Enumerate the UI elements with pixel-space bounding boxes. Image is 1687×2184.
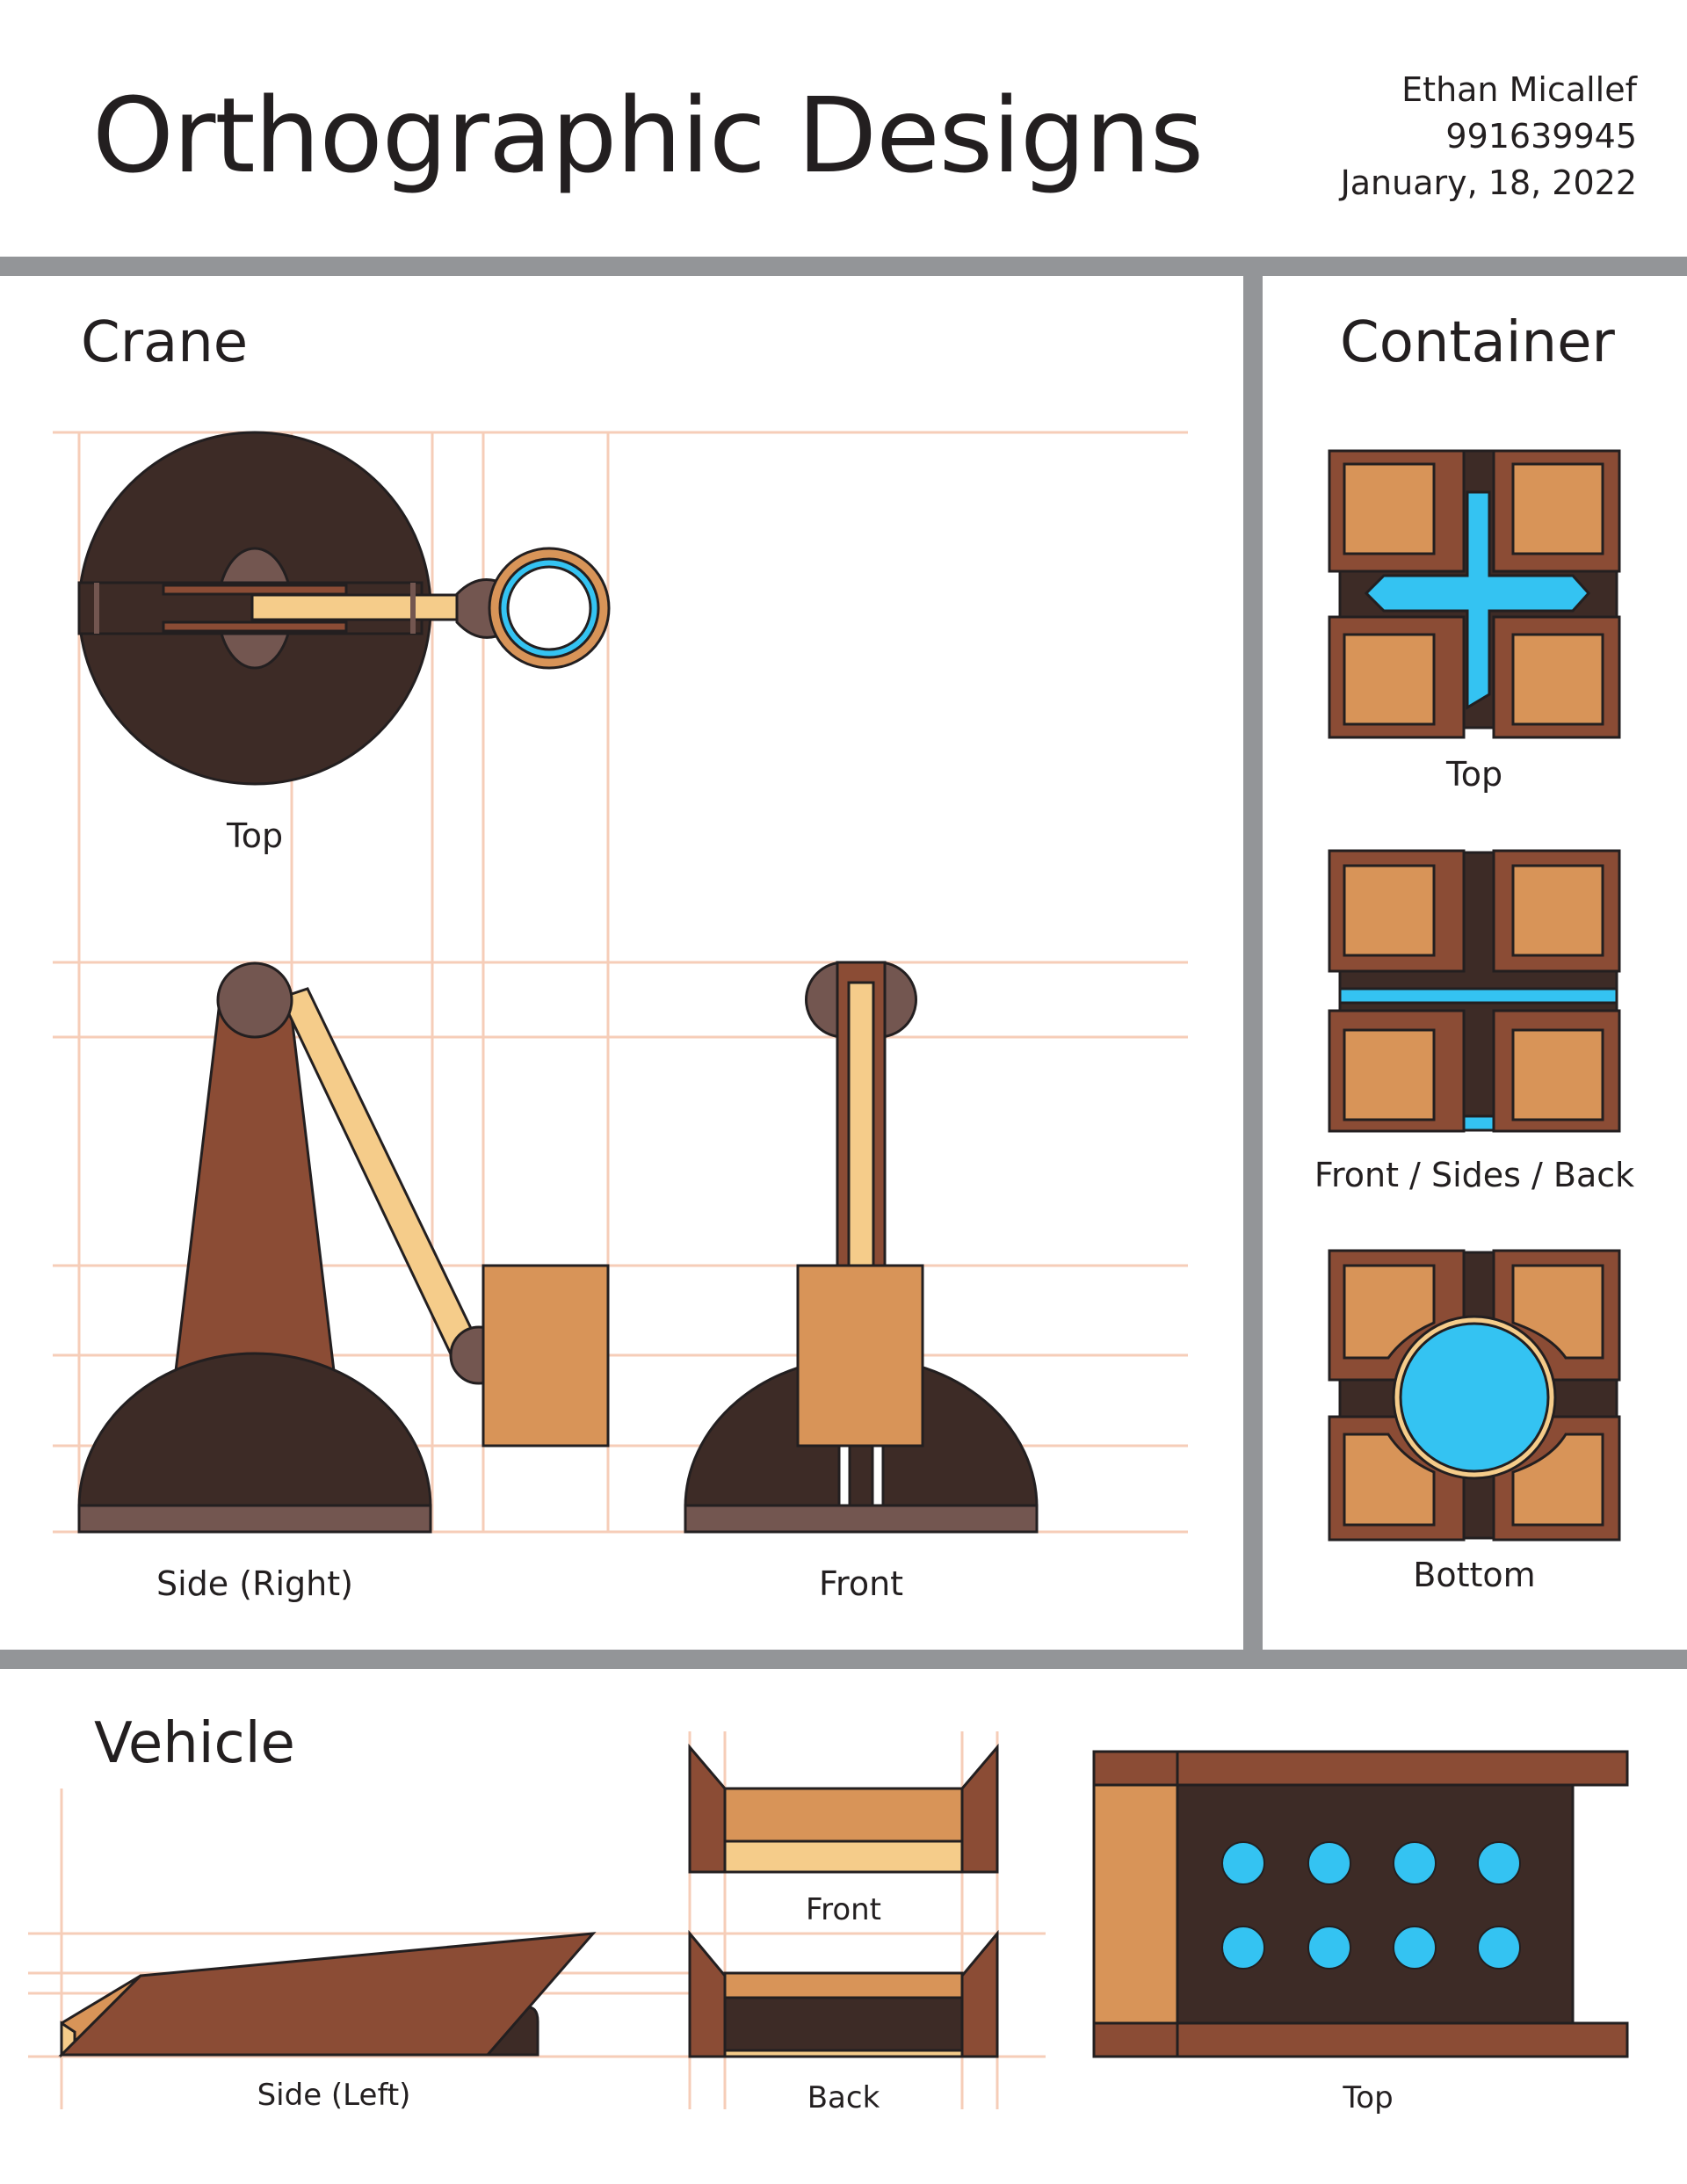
vehicle-top-view [1092, 1750, 1629, 2058]
page-title: Orthographic Designs [92, 75, 1204, 196]
crane-heading: Crane [81, 310, 249, 375]
vehicle-heading: Vehicle [94, 1711, 295, 1776]
vehicle-divider [0, 1650, 1687, 1669]
container-top-label: Top [1445, 755, 1503, 794]
column-divider [1243, 276, 1263, 1650]
header-divider [0, 257, 1687, 276]
crane-side-label: Side (Right) [156, 1564, 353, 1603]
container-front-view [1328, 849, 1621, 1133]
container-bottom-view [1328, 1249, 1621, 1542]
crane-side-view [77, 961, 610, 1534]
container-heading: Container [1340, 310, 1615, 375]
vehicle-back-view [688, 1929, 999, 2058]
container-front-label: Front / Sides / Back [1314, 1156, 1635, 1194]
vehicle-back-label: Back [807, 2080, 880, 2115]
author-name: Ethan Micallef [1401, 70, 1637, 109]
crane-front-label: Front [818, 1564, 904, 1603]
student-id: 991639945 [1445, 117, 1637, 156]
crane-top-view [77, 431, 611, 786]
vehicle-side-view [58, 1932, 597, 2058]
crane-top-label: Top [226, 816, 284, 855]
container-bottom-label: Bottom [1413, 1556, 1536, 1594]
vehicle-top-label: Top [1343, 2080, 1394, 2115]
vehicle-front-view [688, 1743, 999, 1874]
vehicle-side-label: Side (Left) [257, 2078, 411, 2113]
vehicle-front-label: Front [806, 1892, 881, 1927]
date: January, 18, 2022 [1340, 163, 1637, 202]
crane-front-view [684, 961, 1039, 1534]
container-top-view [1328, 449, 1621, 739]
